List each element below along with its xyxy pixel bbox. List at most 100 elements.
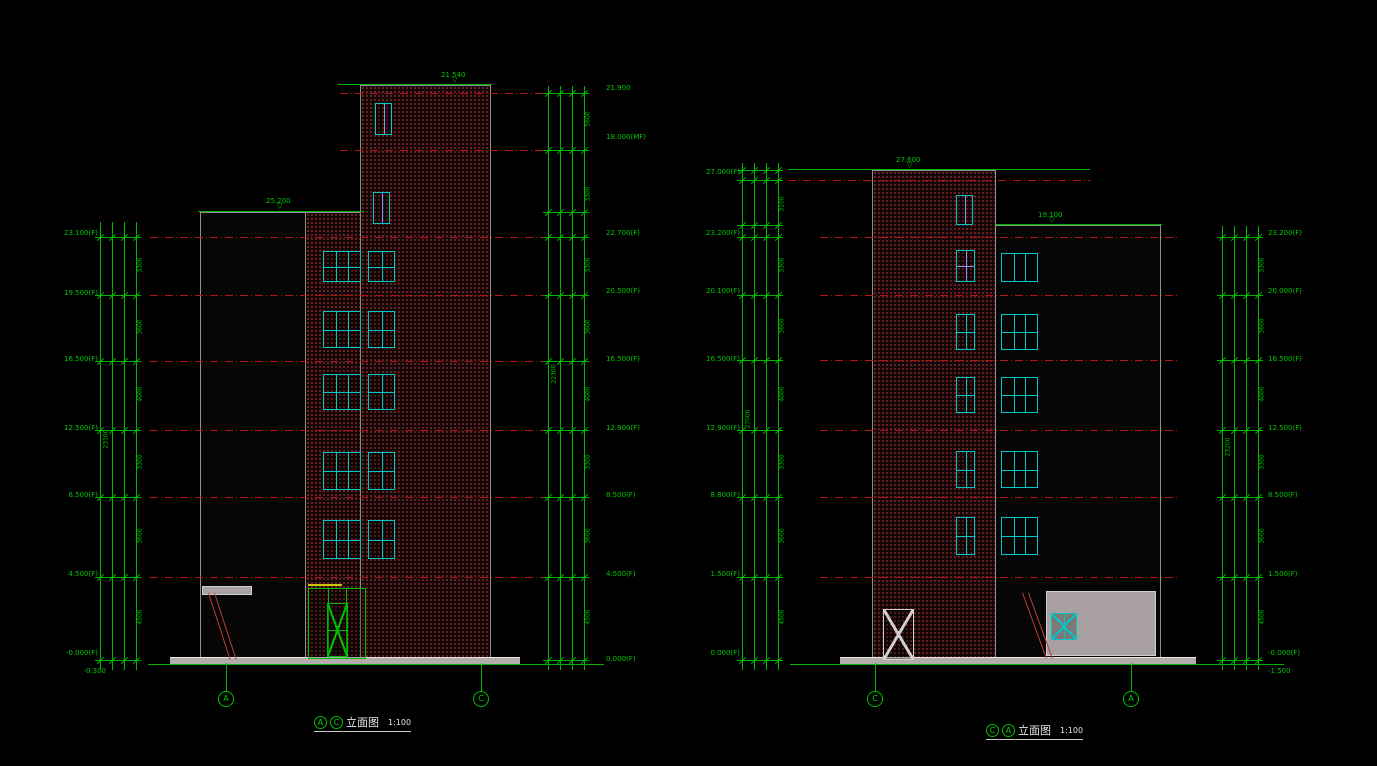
floor-level-line — [820, 295, 1178, 296]
level-label: 8.800(F) — [710, 491, 740, 499]
dimension-value: 3300 — [1258, 257, 1266, 273]
window-mullion — [1025, 254, 1027, 281]
dimension-extension-line — [737, 295, 783, 296]
dimension-value: 3300 — [1258, 454, 1266, 470]
dimension-line — [572, 86, 573, 670]
grid-stem-line — [1131, 663, 1132, 691]
dimension-value: 3600 — [136, 319, 144, 335]
window — [1001, 451, 1038, 488]
level-label: -0.300 — [83, 667, 106, 675]
window-diagonal-brace — [328, 604, 347, 656]
level-label: 0.000(F) — [710, 649, 740, 657]
dimension-value: 27000 — [744, 409, 752, 429]
floor-level-line — [820, 430, 1178, 431]
dimension-extension-line — [543, 577, 589, 578]
dimension-extension-line — [95, 361, 141, 362]
dimension-value: 3600 — [778, 528, 786, 544]
window-mullion — [381, 193, 383, 223]
building-hatch — [872, 170, 996, 661]
dimension-value: 4500 — [584, 609, 592, 625]
dimension-extension-line — [543, 295, 589, 296]
window-transom — [1002, 332, 1037, 333]
window-transom — [1002, 395, 1037, 396]
window-transom — [369, 539, 394, 541]
window — [1051, 613, 1077, 640]
building-yellow — [308, 584, 342, 586]
window — [956, 250, 975, 282]
elevation-marker-triangle-icon: ▽ — [277, 202, 283, 210]
window-mullion — [964, 196, 966, 224]
level-label: 4.500(F) — [606, 570, 636, 578]
floor-level-line — [340, 150, 562, 151]
dimension-extension-line — [543, 430, 589, 431]
level-label: 20.000(F) — [1268, 287, 1302, 295]
outline-line — [790, 664, 1284, 665]
window-transom — [324, 539, 360, 541]
window — [956, 195, 973, 225]
level-label: 19.500(F) — [64, 289, 98, 297]
level-label: -0.000(F) — [65, 649, 98, 657]
title-grid-bubble: A — [314, 716, 327, 729]
grid-bubble: A — [218, 691, 234, 707]
dimension-value: 3600 — [778, 318, 786, 334]
dimension-extension-line — [737, 577, 783, 578]
level-label: 12.500(F) — [1268, 424, 1302, 432]
dimension-line — [584, 86, 585, 670]
dimension-line — [112, 222, 113, 670]
outline-line — [148, 664, 604, 665]
window-transom — [369, 392, 394, 393]
window-transom — [369, 266, 394, 268]
dimension-extension-line — [737, 360, 783, 361]
title-scale: 1:100 — [1060, 726, 1084, 735]
window — [368, 374, 395, 410]
dimension-line — [136, 222, 137, 670]
building-hatch — [360, 85, 491, 661]
level-label: 4.500(F) — [68, 570, 98, 578]
window — [368, 311, 395, 348]
grid-bubble: A — [1123, 691, 1139, 707]
dimension-value: 4500 — [1258, 609, 1266, 625]
window-transom — [369, 329, 394, 331]
dimension-extension-line — [543, 93, 589, 94]
floor-level-line — [150, 361, 562, 362]
level-label: 16.500(F) — [1268, 355, 1302, 363]
dimension-line — [742, 163, 743, 670]
level-label: 18.000(MF) — [606, 133, 647, 141]
window — [956, 377, 975, 413]
dimension-extension-line — [737, 430, 783, 431]
building-hatch — [305, 212, 361, 661]
floor-level-line — [820, 237, 1178, 238]
window — [368, 251, 395, 282]
dimension-extension-line — [737, 180, 783, 181]
window-transom — [324, 471, 360, 472]
elevation-marker-triangle-icon: ▽ — [452, 76, 458, 84]
window — [956, 517, 975, 555]
window — [327, 603, 348, 657]
building-baseline — [170, 657, 520, 664]
level-label: 12.500(F) — [64, 424, 98, 432]
window-transom — [1002, 536, 1037, 537]
elevation-marker-label: 27.600 — [896, 156, 921, 164]
dimension-value: 3600 — [1258, 318, 1266, 334]
level-label: 22.700(F) — [606, 229, 640, 237]
window — [883, 609, 914, 660]
level-label: -1.500 — [1268, 667, 1291, 675]
dimension-value: 3300 — [584, 257, 592, 273]
window-transom — [1002, 469, 1037, 471]
level-label: 16.500(F) — [706, 355, 740, 363]
dimension-extension-line — [95, 295, 141, 296]
floor-level-line — [150, 430, 562, 431]
outline-line — [995, 224, 1162, 225]
level-label: 12.900(F) — [606, 424, 640, 432]
grid-stem-line — [226, 663, 227, 691]
grid-stem-line — [481, 663, 482, 691]
dimension-extension-line — [737, 225, 783, 226]
outline-line — [788, 169, 1090, 170]
dimension-extension-line — [1217, 577, 1263, 578]
dimension-value: 3300 — [584, 454, 592, 470]
window-mullion — [1013, 254, 1015, 281]
level-label: 23.200(F) — [706, 229, 740, 237]
title-grid-bubble: C — [330, 716, 343, 729]
